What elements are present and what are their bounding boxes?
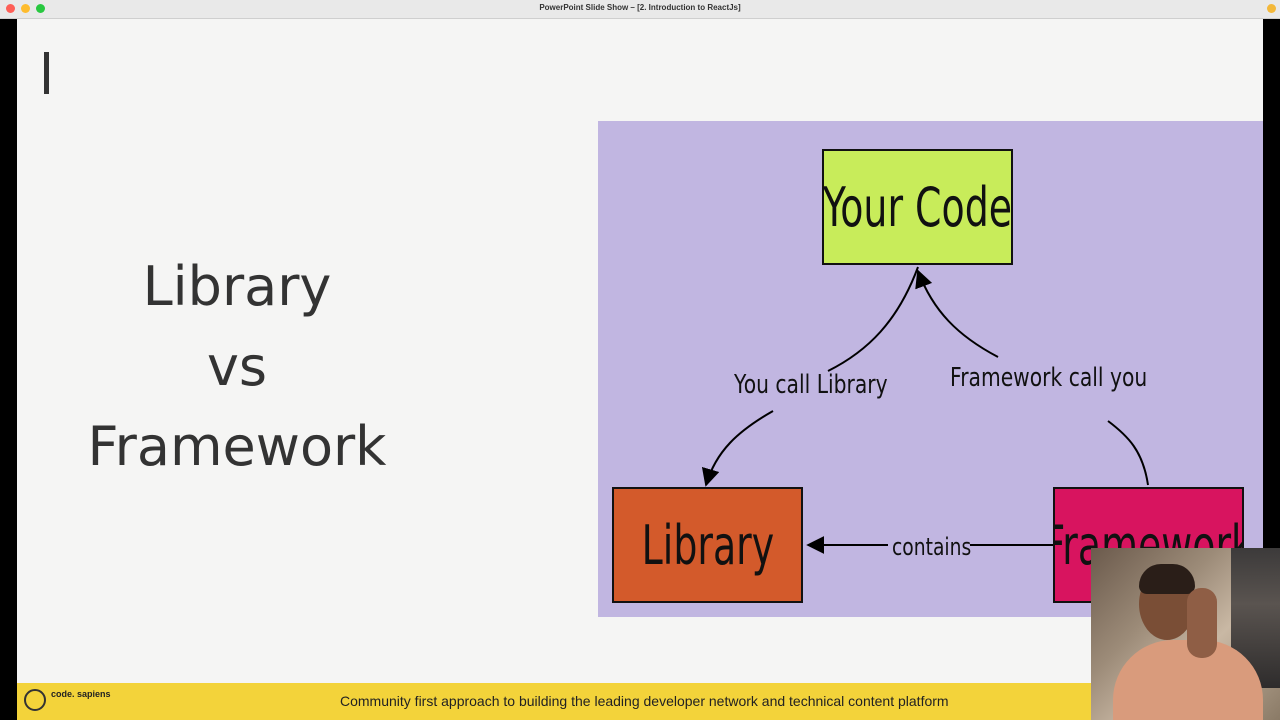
arrow-framework-call-you [918, 271, 1149, 486]
label-contains: contains [892, 533, 972, 561]
title-line-framework: Framework [87, 415, 387, 478]
text-cursor [44, 52, 49, 94]
node-library: Library [612, 487, 803, 603]
code-sapiens-logo-icon [24, 689, 46, 711]
title-line-vs: vs [206, 335, 268, 398]
library-vs-framework-diagram: Your Code Library Framework You call Lib… [598, 121, 1263, 617]
label-framework-call-you: Framework call you [950, 363, 1148, 393]
node-your-code: Your Code [822, 149, 1013, 265]
presenter-hand [1187, 588, 1217, 658]
window-title: PowerPoint Slide Show – [2. Introduction… [539, 3, 741, 12]
footer-tagline: Community first approach to building the… [340, 693, 949, 709]
minimize-window-button[interactable] [21, 4, 30, 13]
slide-canvas[interactable]: Library vs Framework Your Code Library [17, 19, 1263, 683]
presenter-webcam [1091, 548, 1280, 720]
presenter-body [1113, 640, 1263, 720]
slide-title: Library vs Framework [17, 247, 457, 487]
title-line-library: Library [142, 255, 332, 318]
footer-banner: code. sapiens Community first approach t… [17, 683, 1091, 720]
window-title-bar: PowerPoint Slide Show – [2. Introduction… [0, 0, 1280, 19]
presenter-hair [1139, 564, 1195, 594]
fullscreen-window-button[interactable] [36, 4, 45, 13]
label-you-call-library: You call Library [734, 370, 888, 400]
status-indicator-icon [1267, 4, 1276, 13]
close-window-button[interactable] [6, 4, 15, 13]
footer-brand: code. sapiens [51, 689, 111, 699]
diagram-connectors [598, 121, 1149, 554]
